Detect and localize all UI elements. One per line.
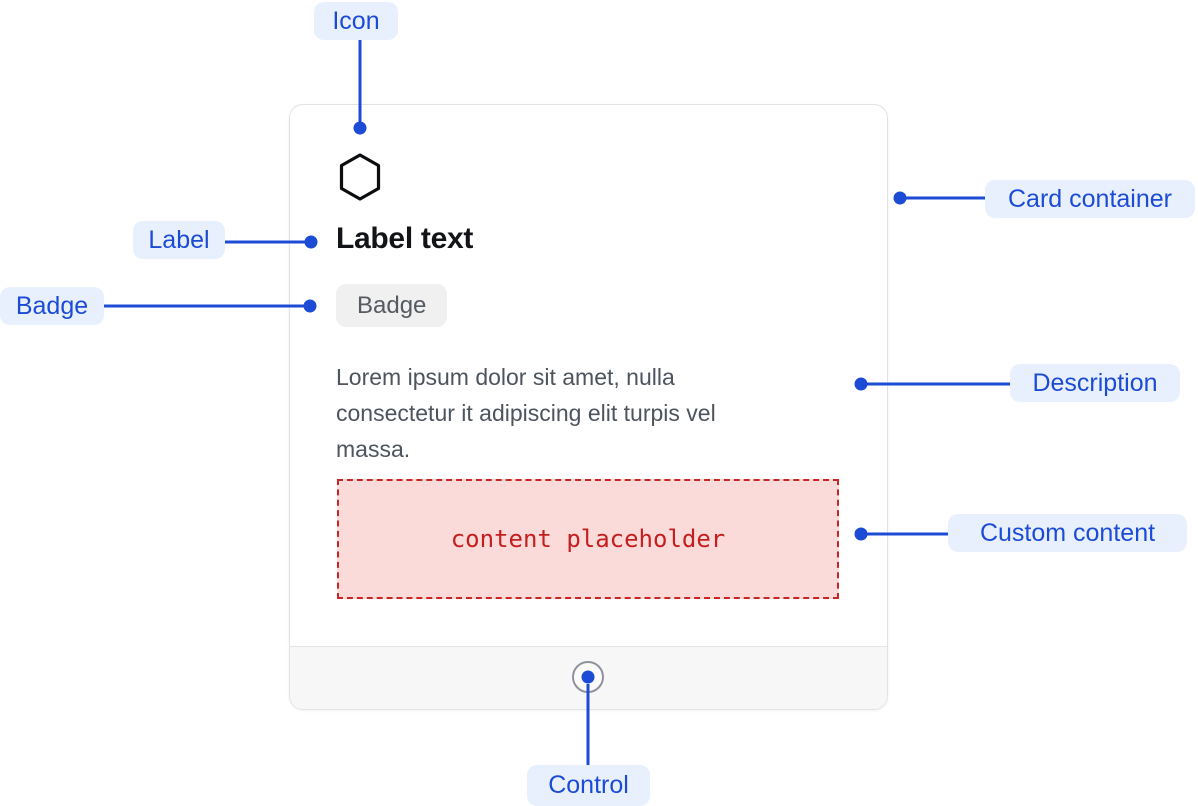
control-connector-line: [586, 684, 590, 765]
card-container-connector-line: [900, 196, 985, 200]
card-container: [289, 104, 888, 710]
icon-annotation-dot: [353, 121, 367, 135]
custom-content-connector-line: [861, 532, 948, 536]
description-line: Lorem ipsum dolor sit amet, nulla: [336, 364, 675, 390]
annotation-pill-icon: Icon: [314, 2, 398, 40]
badge-connector-line: [103, 304, 310, 308]
badge-annotation-dot: [303, 299, 317, 313]
card-label-text: Label text: [336, 222, 474, 255]
custom-content-placeholder: content placeholder: [337, 479, 839, 599]
icon-connector-line: [358, 40, 362, 128]
card-description: Lorem ipsum dolor sit amet, nulla consec…: [336, 359, 826, 467]
control-annotation-dot: [581, 670, 595, 684]
card-badge: Badge: [336, 284, 448, 327]
annotation-pill-card-container: Card container: [985, 180, 1195, 218]
description-connector-line: [861, 382, 1010, 386]
card-badge-text: Badge: [357, 291, 427, 319]
annotation-pill-description: Description: [1010, 364, 1180, 402]
description-line: massa.: [336, 436, 411, 462]
label-connector-line: [225, 240, 311, 244]
annotation-pill-custom-content: Custom content: [948, 514, 1187, 552]
custom-content-annotation-dot: [854, 527, 868, 541]
hexagon-icon: [339, 153, 381, 201]
placeholder-text: content placeholder: [450, 525, 726, 553]
label-annotation-dot: [304, 235, 318, 249]
card-container-annotation-dot: [893, 191, 907, 205]
annotation-pill-label: Label: [133, 221, 225, 259]
description-annotation-dot: [854, 377, 868, 391]
annotation-pill-control: Control: [527, 765, 650, 806]
description-line: consectetur it adipiscing elit turpis ve…: [336, 400, 716, 426]
annotation-pill-badge: Badge: [0, 287, 104, 325]
